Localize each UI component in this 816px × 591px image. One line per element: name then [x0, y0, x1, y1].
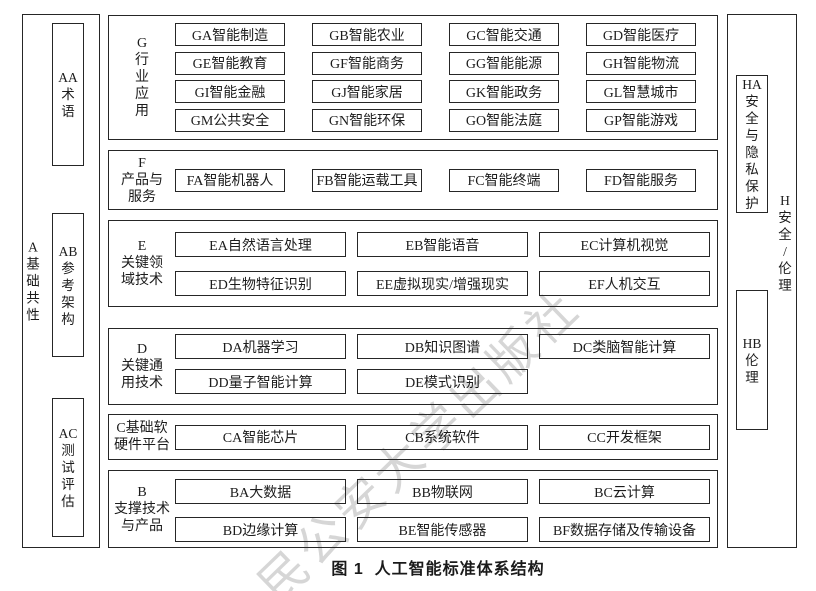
diagram-box: GO智能法庭: [449, 108, 559, 132]
grid-row: GA智能制造 GB智能农业 GC智能交通 GD智能医疗: [175, 23, 717, 46]
grid-row: GM公共安全 GN智能环保 GO智能法庭 GP智能游戏: [175, 108, 717, 132]
section-d-grid: DA机器学习 DB知识图谱 DC类脑智能计算 DD量子智能计算 DE模式识别: [175, 329, 717, 404]
diagram-box: GA智能制造: [175, 23, 285, 46]
diagram-box: GK智能政务: [449, 80, 559, 104]
box-hb-ethics: HB 伦 理: [736, 290, 768, 430]
box-label: HA 安 全 与 隐 私 保 护: [742, 77, 762, 211]
section-b-label: B 支撑技术 与产品: [114, 484, 170, 534]
grid-row: EA自然语言处理 EB智能语音 EC计算机视觉: [175, 232, 717, 257]
diagram-box: FB智能运载工具: [312, 168, 422, 192]
diagram-box: FA智能机器人: [175, 168, 285, 192]
diagram-box: GM公共安全: [175, 108, 285, 132]
section-b-grid: BA大数据 BB物联网 BC云计算 BD边缘计算 BE智能传感器 BF数据存储及…: [175, 471, 717, 547]
box-ac-test-evaluation: AC 测 试 评 估: [52, 398, 84, 537]
panel-a-label: A 基 础 共 性: [26, 239, 40, 323]
grid-row: GE智能教育 GF智能商务 GG智能能源 GH智能物流: [175, 51, 717, 75]
diagram-box: FD智能服务: [586, 168, 696, 192]
figure-caption: 图 1 人工智能标准体系结构: [331, 561, 545, 578]
grid-row: CA智能芯片 CB系统软件 CC开发框架: [175, 424, 717, 450]
section-b-supporting-tech: B 支撑技术 与产品 BA大数据 BB物联网 BC云计算 BD边缘计算 BE智能…: [108, 470, 718, 548]
section-f-products-services: F 产品与 服务 FA智能机器人 FB智能运载工具 FC智能终端 FD智能服务: [108, 150, 718, 210]
diagram-box: EC计算机视觉: [539, 232, 710, 257]
section-e-label: E 关键领 域技术: [121, 239, 163, 288]
diagram-box: GH智能物流: [586, 51, 696, 75]
grid-row: BD边缘计算 BE智能传感器 BF数据存储及传输设备: [175, 517, 717, 542]
diagram-box: GG智能能源: [449, 51, 559, 75]
grid-row: FA智能机器人 FB智能运载工具 FC智能终端 FD智能服务: [175, 168, 717, 192]
panel-a-foundation: A 基 础 共 性 AA 术 语 AB 参 考 架 构 AC 测 试 评 估: [22, 14, 100, 548]
grid-row: DA机器学习 DB知识图谱 DC类脑智能计算: [175, 334, 717, 359]
section-e-key-domain-tech: E 关键领 域技术 EA自然语言处理 EB智能语音 EC计算机视觉 ED生物特征…: [108, 220, 718, 307]
diagram-box: GC智能交通: [449, 23, 559, 46]
diagram-box: GF智能商务: [312, 51, 422, 75]
diagram-box: DA机器学习: [175, 334, 346, 359]
diagram-box: GJ智能家居: [312, 80, 422, 104]
diagram-box: BB物联网: [357, 479, 528, 504]
section-f-label: F 产品与 服务: [121, 155, 163, 205]
section-d-label: D 关键通 用技术: [121, 342, 163, 391]
diagram-box: GE智能教育: [175, 51, 285, 75]
box-ab-reference-architecture: AB 参 考 架 构: [52, 213, 84, 357]
diagram-box: BC云计算: [539, 479, 710, 504]
box-label: AA 术 语: [58, 70, 78, 119]
diagram-box: BD边缘计算: [175, 517, 346, 542]
diagram-box: BF数据存储及传输设备: [539, 517, 710, 542]
diagram-box: CA智能芯片: [175, 424, 346, 450]
diagram-box: EE虚拟现实/增强现实: [357, 271, 528, 296]
section-g-grid: GA智能制造 GB智能农业 GC智能交通 GD智能医疗 GE智能教育 GF智能商…: [175, 16, 717, 139]
box-ha-security-privacy: HA 安 全 与 隐 私 保 护: [736, 75, 768, 213]
section-c-grid: CA智能芯片 CB系统软件 CC开发框架: [175, 415, 717, 459]
diagram-box: EF人机交互: [539, 271, 710, 296]
panel-h-security-ethics: H 安 全 / 伦 理 HA 安 全 与 隐 私 保 护 HB 伦 理: [727, 14, 797, 548]
diagram-box: GD智能医疗: [586, 23, 696, 46]
grid-row: ED生物特征识别 EE虚拟现实/增强现实 EF人机交互: [175, 271, 717, 296]
diagram-box: EA自然语言处理: [175, 232, 346, 257]
diagram-box: GI智能金融: [175, 80, 285, 104]
diagram-box: DE模式识别: [357, 369, 528, 394]
diagram-box: DD量子智能计算: [175, 369, 346, 394]
diagram-box: CC开发框架: [539, 424, 710, 450]
section-c-label: C基础软 硬件平台: [114, 421, 170, 453]
box-label: HB 伦 理: [742, 335, 762, 385]
grid-row: GI智能金融 GJ智能家居 GK智能政务 GL智慧城市: [175, 80, 717, 104]
box-aa-terminology: AA 术 语: [52, 23, 84, 166]
panel-h-label: H 安 全 / 伦 理: [778, 193, 792, 293]
diagram-box: FC智能终端: [449, 168, 559, 192]
section-f-grid: FA智能机器人 FB智能运载工具 FC智能终端 FD智能服务: [175, 151, 717, 209]
diagram-box: BE智能传感器: [357, 517, 528, 542]
grid-row: BA大数据 BB物联网 BC云计算: [175, 479, 717, 504]
diagram-box: DB知识图谱: [357, 334, 528, 359]
diagram-box: GB智能农业: [312, 23, 422, 46]
diagram-box: GP智能游戏: [586, 108, 696, 132]
section-g-label: G 行 业 应 用: [135, 36, 149, 119]
box-label: AC 测 试 评 估: [58, 426, 78, 509]
diagram-box: BA大数据: [175, 479, 346, 504]
section-d-key-general-tech: D 关键通 用技术 DA机器学习 DB知识图谱 DC类脑智能计算 DD量子智能计…: [108, 328, 718, 405]
diagram-box: GN智能环保: [312, 108, 422, 132]
section-c-hw-sw-platform: C基础软 硬件平台 CA智能芯片 CB系统软件 CC开发框架: [108, 414, 718, 460]
section-e-grid: EA自然语言处理 EB智能语音 EC计算机视觉 ED生物特征识别 EE虚拟现实/…: [175, 221, 717, 306]
diagram-box: EB智能语音: [357, 232, 528, 257]
diagram-box: GL智慧城市: [586, 80, 696, 104]
section-g-industry-applications: G 行 业 应 用 GA智能制造 GB智能农业 GC智能交通 GD智能医疗 GE…: [108, 15, 718, 140]
diagram-box: CB系统软件: [357, 424, 528, 450]
grid-row: DD量子智能计算 DE模式识别: [175, 369, 717, 394]
box-label: AB 参 考 架 构: [58, 243, 78, 327]
diagram-box: DC类脑智能计算: [539, 334, 710, 359]
diagram-box: ED生物特征识别: [175, 271, 346, 296]
